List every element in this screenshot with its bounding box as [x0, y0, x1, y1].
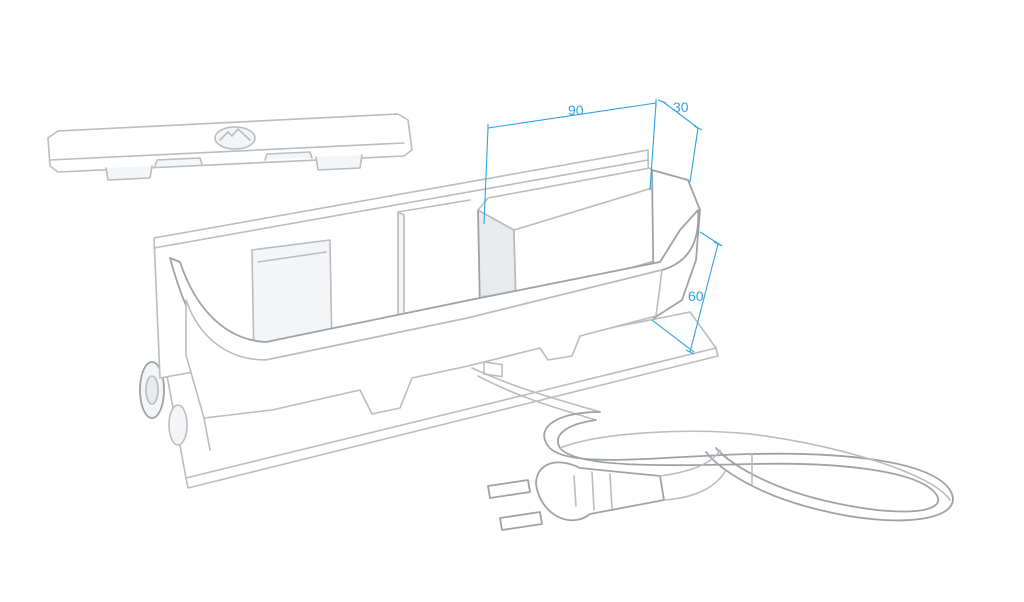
dimension-lines [483, 99, 723, 355]
socket-tray [139, 149, 719, 489]
detached-lid [47, 113, 413, 181]
power-cord [471, 367, 954, 531]
usb-port-icon [483, 361, 503, 378]
dimension-width-label: 90 [568, 102, 584, 118]
dimension-depth-label: 30 [673, 99, 689, 115]
dimension-height-label: 60 [688, 288, 704, 304]
lid-logo-icon [214, 126, 256, 150]
plug-icon [487, 449, 727, 531]
